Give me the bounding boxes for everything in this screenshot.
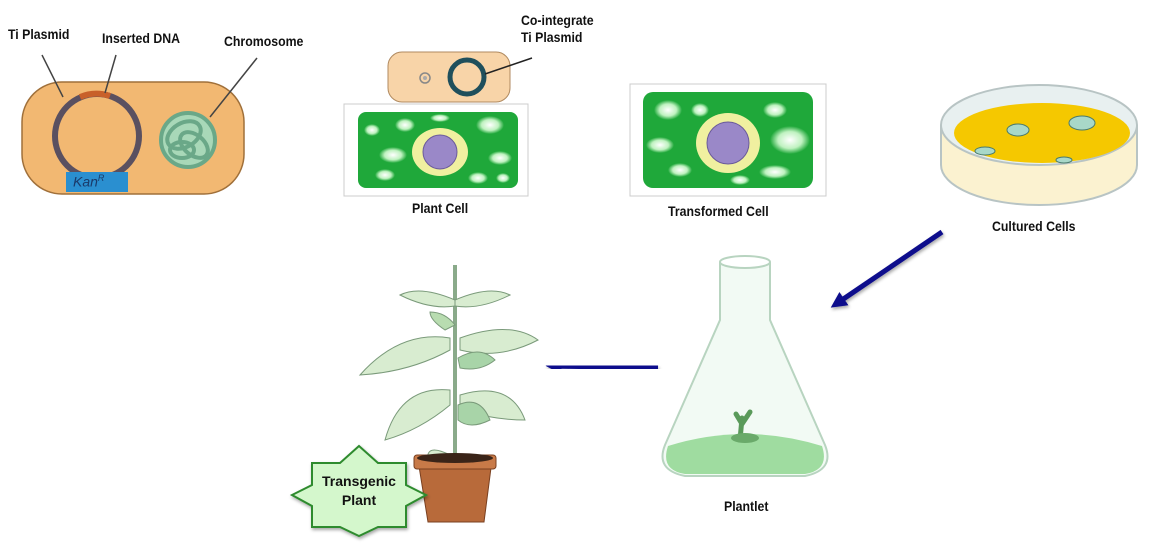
cointegrate-label-line2: Ti Plasmid — [521, 29, 583, 45]
cointegrate-plasmid — [447, 57, 487, 97]
cell-colony — [974, 115, 1096, 164]
chromosome-pointer — [209, 57, 258, 118]
cultured-cells-label: Cultured Cells — [992, 218, 1076, 234]
kan-r-label: KanR — [73, 173, 105, 190]
transgenic-label-line2: Plant — [341, 492, 377, 508]
inserted-dna-label: Inserted DNA — [102, 30, 181, 46]
cointegrate-pointer — [484, 57, 533, 75]
plantlet-label: Plantlet — [724, 498, 769, 514]
arrow-5 — [545, 358, 659, 375]
ti-plasmid-label: Ti Plasmid — [8, 26, 70, 42]
kan-r-box — [66, 172, 128, 192]
transgenic-badge — [289, 444, 429, 538]
transformed-cell — [629, 83, 827, 197]
chromosome-coil — [159, 111, 217, 169]
chromosome-label: Chromosome — [224, 33, 304, 49]
arrow-4 — [830, 229, 944, 308]
petri-dish — [940, 84, 1138, 206]
plant-cell — [343, 103, 529, 197]
inserted-dna-segment — [78, 90, 111, 100]
cointegrate-label-line1: Co-integrate — [521, 12, 594, 28]
transgenic-plant-label: Transgenic Plant — [306, 472, 412, 510]
flask — [661, 255, 829, 477]
transgenic-label-line1: Transgenic — [322, 473, 396, 489]
bacterium — [21, 54, 258, 195]
inserted-dna-pointer — [104, 54, 117, 94]
transformed-cell-label: Transformed Cell — [668, 203, 769, 219]
plant-cell-label: Plant Cell — [412, 200, 469, 216]
transgenic-plant-illustration — [358, 265, 539, 523]
cointegrate-bacterium — [387, 51, 533, 103]
ti-plasmid-pointer — [41, 54, 64, 98]
